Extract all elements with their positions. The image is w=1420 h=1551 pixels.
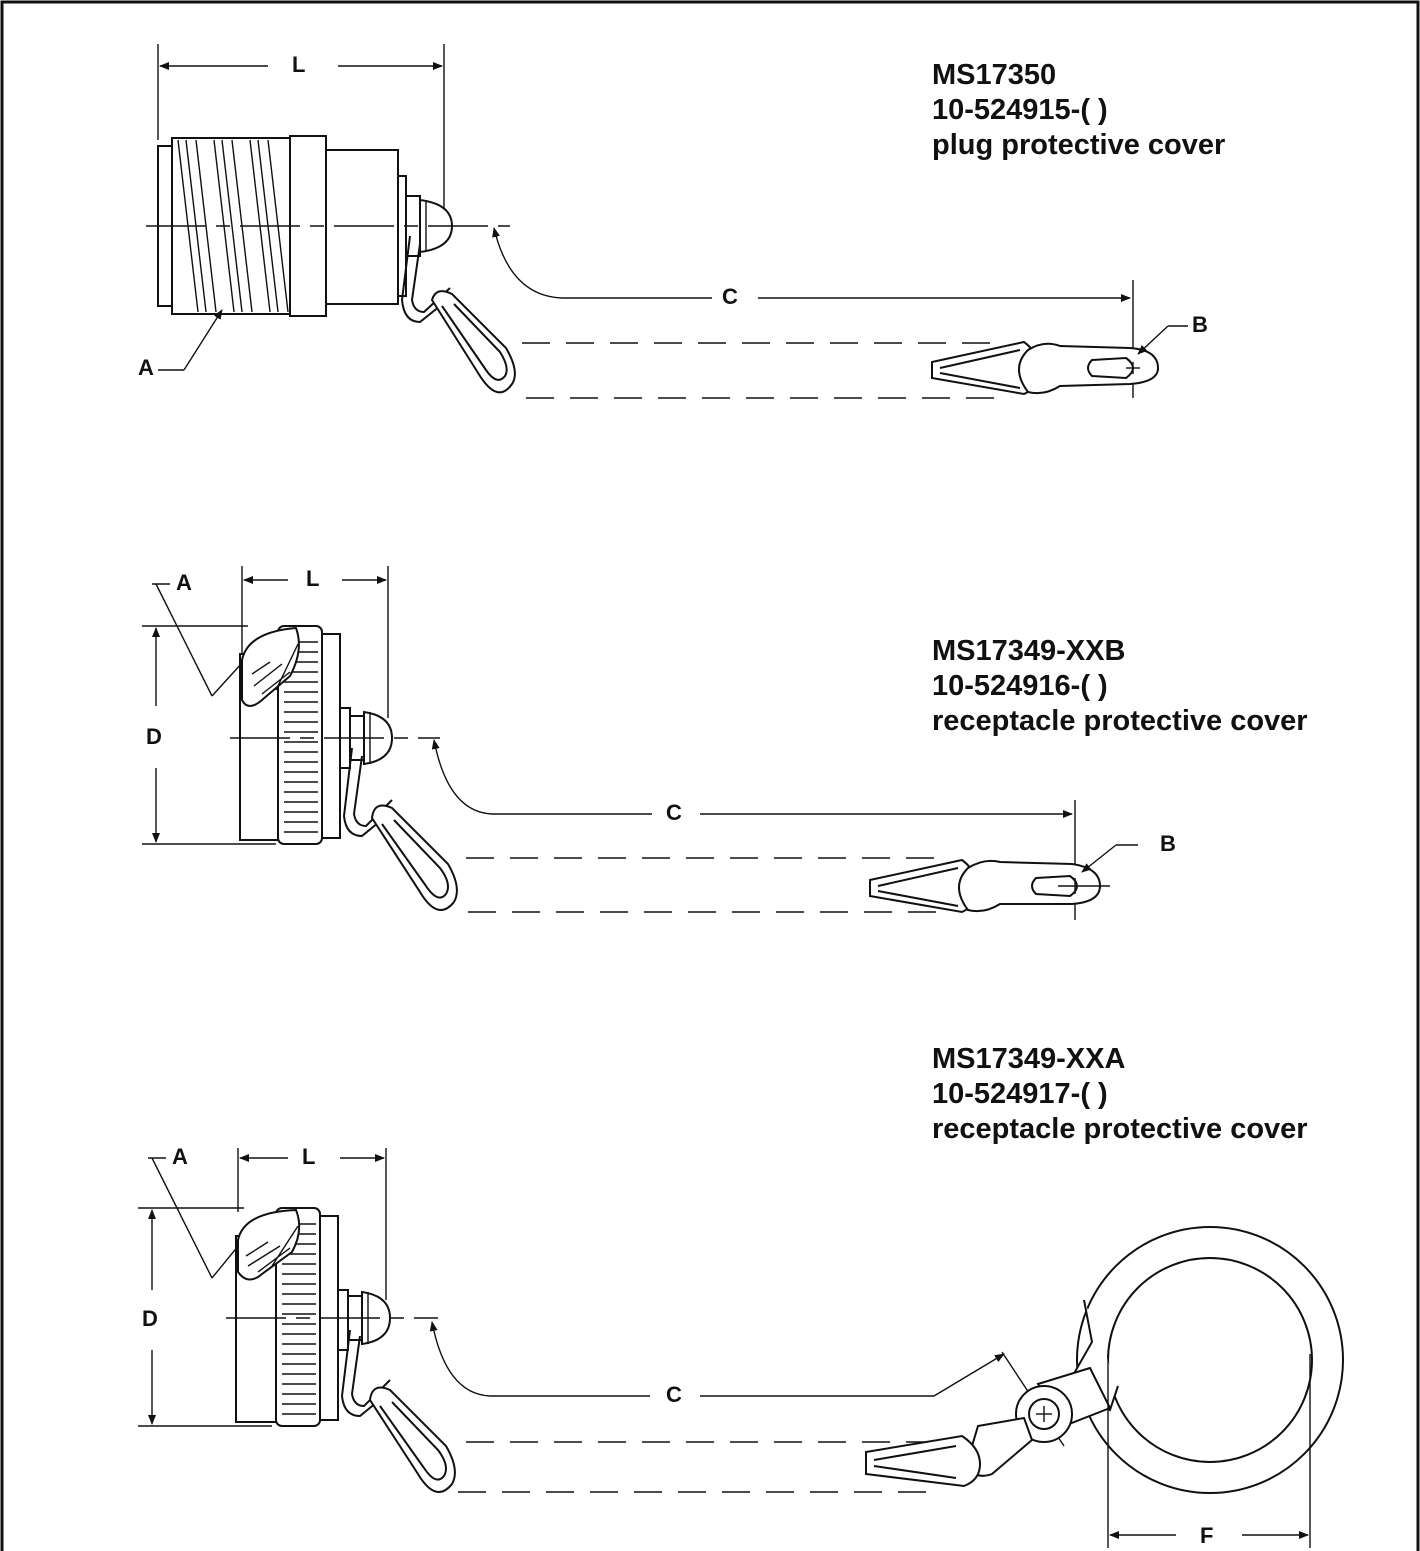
fig3-ring-fitting <box>865 1226 1344 1494</box>
fig3-dimension-f: F <box>1107 1354 1311 1548</box>
fig1-label-l: L <box>292 52 305 77</box>
fig1-dimension-c: C <box>492 227 1134 398</box>
fig1-dimension-l: L <box>157 44 445 208</box>
fig1-end-fitting <box>931 340 1160 396</box>
fig2-label-b: B <box>1160 831 1176 856</box>
fig3-dimension-c: C <box>429 1321 1065 1447</box>
fig2-dimension-d: D <box>142 625 276 845</box>
fig1-callout-a: A <box>138 309 223 380</box>
fig1-callout-b: B <box>1137 312 1208 355</box>
fig3-chain-hook <box>340 1329 456 1493</box>
fig2-label-a: A <box>176 570 192 595</box>
fig3-receptacle-body <box>226 1207 438 1427</box>
figure-3-part-number: MS17349-XXA <box>932 1043 1126 1075</box>
fig2-label-d: D <box>146 724 162 749</box>
figure-1-drawing: L <box>138 44 1208 399</box>
fig2-knurl-lines <box>284 641 318 833</box>
fig1-chain-hook <box>400 235 516 394</box>
figure-1-part-number: MS17350 <box>932 59 1057 91</box>
fig3-knurl-lines <box>282 1223 316 1415</box>
figure-2-drawing: A L D <box>142 566 1176 920</box>
fig2-callout-b: B <box>1081 831 1176 873</box>
fig2-label-l: L <box>306 566 319 591</box>
fig1-label-c: C <box>722 284 738 309</box>
fig3-label-l: L <box>302 1144 315 1169</box>
fig3-dimension-d: D <box>138 1207 272 1427</box>
fig1-label-a: A <box>138 355 154 380</box>
figure-3-title: MS17349-XXA 10-524917-( ) receptacle pro… <box>932 1042 1308 1147</box>
fig1-label-b: B <box>1192 312 1208 337</box>
fig2-callout-a: A <box>152 570 253 697</box>
fig2-dimension-l: L <box>241 566 389 718</box>
figure-1-drawing-number: 10-524915-( ) <box>932 94 1108 126</box>
fig3-label-c: C <box>666 1382 682 1407</box>
fig3-label-d: D <box>142 1306 158 1331</box>
figure-3-drawing-number: 10-524917-( ) <box>932 1078 1108 1110</box>
fig2-receptacle-body <box>230 625 440 845</box>
figure-3-description: receptacle protective cover <box>932 1113 1308 1145</box>
fig3-ring-outer <box>1076 1226 1344 1494</box>
fig3-dimension-l: L <box>237 1144 387 1300</box>
figure-2-part-number: MS17349-XXB <box>932 635 1126 667</box>
fig3-label-a: A <box>172 1144 188 1169</box>
fig2-dimension-c: C <box>431 739 1076 920</box>
fig2-end-fitting <box>869 858 1110 914</box>
figure-1-title: MS17350 10-524915-( ) plug protective co… <box>932 58 1225 163</box>
fig3-callout-a: A <box>148 1144 249 1279</box>
figure-2-drawing-number: 10-524916-( ) <box>932 670 1108 702</box>
fig2-label-c: C <box>666 800 682 825</box>
figure-1-description: plug protective cover <box>932 129 1226 161</box>
fig2-chain-hook <box>342 747 458 911</box>
fig3-label-f: F <box>1200 1523 1213 1548</box>
figure-2-description: receptacle protective cover <box>932 705 1308 737</box>
figure-2-title: MS17349-XXB 10-524916-( ) receptacle pro… <box>932 634 1308 739</box>
figure-3-drawing: A L D <box>138 1144 1344 1548</box>
fig1-plug-body <box>146 135 510 317</box>
